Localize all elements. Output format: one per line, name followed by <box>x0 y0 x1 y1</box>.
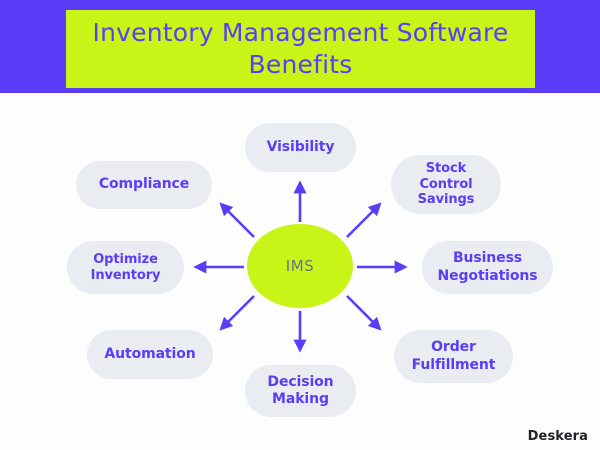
title-box: Inventory Management Software Benefits <box>66 10 535 88</box>
core-node-label: IMS <box>285 257 315 275</box>
arrow-to-order-fulfillment <box>346 295 382 331</box>
benefit-pill-visibility[interactable]: Visibility <box>245 123 356 172</box>
benefit-pill-automation[interactable]: Automation <box>87 330 213 379</box>
benefit-label-order-fulfillment: Order Fulfillment <box>411 339 496 373</box>
page-title: Inventory Management Software Benefits <box>92 18 509 79</box>
benefit-pill-compliance[interactable]: Compliance <box>76 161 212 209</box>
benefit-pill-business-negotiations[interactable]: Business Negotiations <box>422 241 553 294</box>
benefits-diagram: IMS Visibility Compliance Stock Control … <box>0 93 600 450</box>
benefit-pill-stock-control-savings[interactable]: Stock Control Savings <box>391 155 501 214</box>
benefit-label-business-negotiations: Business Negotiations <box>437 250 538 284</box>
benefit-label-optimize-inventory: Optimize Inventory <box>90 251 161 283</box>
brand-logo-deskera: Deskera <box>527 429 588 444</box>
arrow-to-automation <box>219 295 255 331</box>
core-node-ims[interactable]: IMS <box>247 224 353 308</box>
benefit-label-stock-control-savings: Stock Control Savings <box>417 160 475 208</box>
benefit-label-automation: Automation <box>104 345 196 362</box>
benefit-label-visibility: Visibility <box>266 138 335 155</box>
arrow-to-compliance <box>219 202 255 238</box>
arrow-to-stock-control-savings <box>346 202 382 238</box>
benefit-label-decision-making: Decision Making <box>267 373 334 407</box>
benefit-pill-decision-making[interactable]: Decision Making <box>245 365 356 417</box>
benefit-pill-optimize-inventory[interactable]: Optimize Inventory <box>67 241 184 294</box>
benefit-pill-order-fulfillment[interactable]: Order Fulfillment <box>394 330 513 383</box>
benefit-label-compliance: Compliance <box>98 176 190 193</box>
